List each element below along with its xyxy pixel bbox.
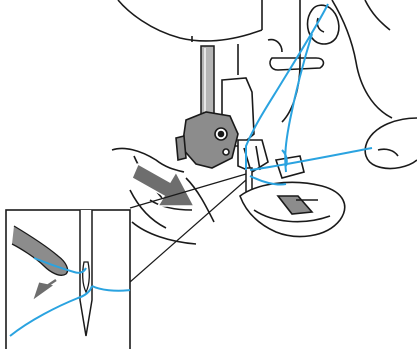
callout-leader-lines xyxy=(130,174,246,282)
hand-outline-icon xyxy=(365,118,417,168)
needle-bar-icon xyxy=(201,46,214,120)
detail-inset-needle-eye xyxy=(6,210,130,349)
direction-arrow-icon xyxy=(132,164,194,206)
machine-body-outline xyxy=(118,0,392,122)
needle-threader-lever-icon xyxy=(176,78,268,172)
